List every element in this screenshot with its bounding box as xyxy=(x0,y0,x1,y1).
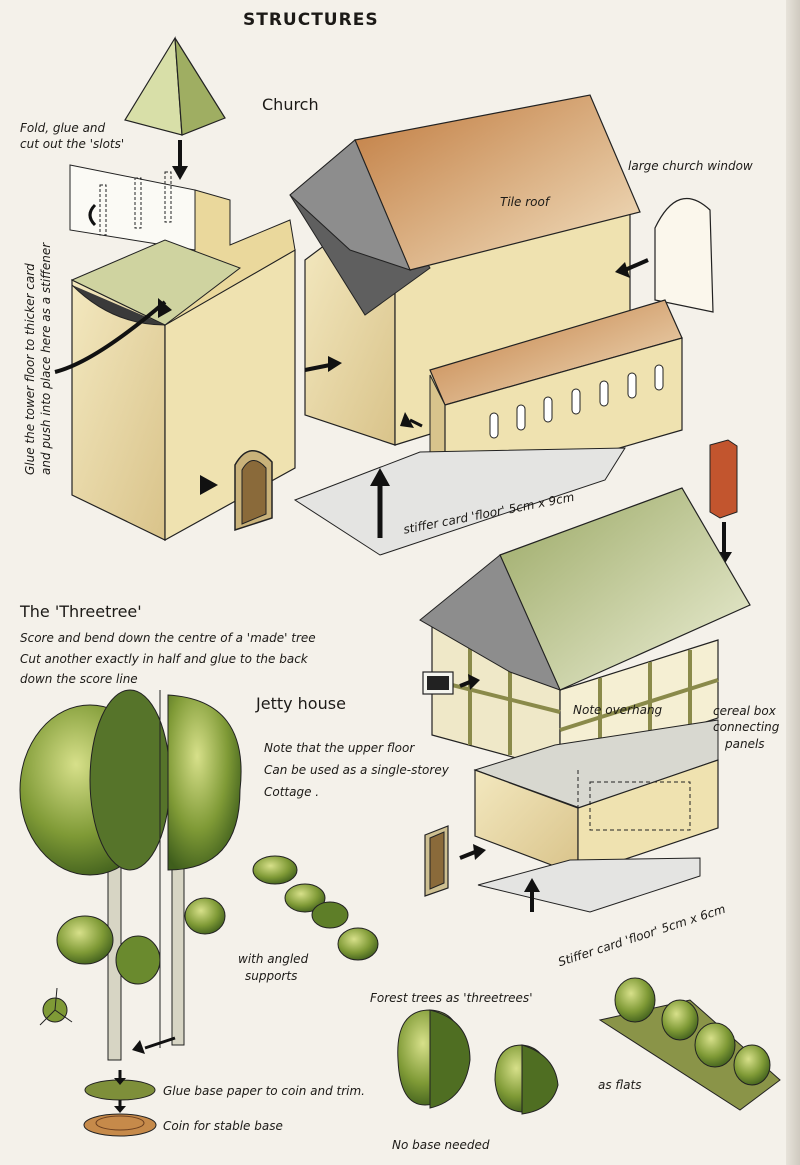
threetree-line1: Score and bend down the centre of a 'mad… xyxy=(20,631,316,645)
flats-label: as flats xyxy=(598,1078,642,1092)
fold-note-line1: Fold, glue and xyxy=(20,121,106,135)
page-binding-edge xyxy=(786,0,800,1165)
forest-threetree-large xyxy=(397,1009,471,1109)
chimney xyxy=(709,439,738,565)
coin xyxy=(83,1113,157,1137)
church-tile-roof xyxy=(289,94,641,271)
angled-line2: supports xyxy=(245,969,298,983)
page-title: STRUCTURES xyxy=(243,10,379,30)
jetty-house-lower xyxy=(473,719,719,876)
coin-label: Coin for stable base xyxy=(163,1119,283,1133)
church-window-piece xyxy=(615,197,714,313)
forest-flat xyxy=(598,977,781,1111)
jetty-window xyxy=(422,671,480,695)
threetree-full xyxy=(19,689,171,1061)
church-title: Church xyxy=(262,95,319,114)
arrow-down-icon xyxy=(172,140,188,180)
tower-door xyxy=(200,450,273,532)
threetree-half xyxy=(132,690,242,1054)
cereal-line3: panels xyxy=(725,737,765,751)
cereal-line1: cereal box xyxy=(713,704,776,718)
jetty-house-thatch-roof xyxy=(419,487,751,691)
jetty-title: Jetty house xyxy=(256,694,346,713)
no-base-label: No base needed xyxy=(392,1138,490,1152)
cereal-line2: connecting xyxy=(713,720,780,734)
angled-line1: with angled xyxy=(238,952,309,966)
fold-note-line2: cut out the 'slots' xyxy=(20,137,125,151)
jetty-door xyxy=(424,825,486,897)
jetty-note-line1: Note that the upper floor xyxy=(264,741,415,755)
tower-note-line1: Glue the tower floor to thicker card xyxy=(23,263,37,475)
forest-title: Forest trees as 'threetrees' xyxy=(370,991,533,1005)
threetree-line2: Cut another exactly in half and glue to … xyxy=(20,652,308,666)
jetty-floor-card xyxy=(477,857,701,913)
roof-label: Tile roof xyxy=(500,195,550,209)
jetty-note-line3: Cottage . xyxy=(264,785,320,799)
glue-base-label: Glue base paper to coin and trim. xyxy=(163,1084,365,1098)
threetree-title: The 'Threetree' xyxy=(20,602,142,621)
overhang-label: Note overhang xyxy=(573,703,663,717)
arrow-left-icon xyxy=(400,412,423,428)
jetty-note-line2: Can be used as a single-storey xyxy=(264,763,449,777)
church-floor-card xyxy=(293,447,626,556)
tower-spire xyxy=(124,36,226,136)
angled-support-branch xyxy=(252,855,379,961)
window-label: large church window xyxy=(628,159,753,173)
tower-note-line2: and push into place here as a stiffener xyxy=(39,242,53,475)
forest-threetree-small xyxy=(494,1044,559,1115)
base-paper xyxy=(84,1070,156,1113)
base-stand-icon xyxy=(39,987,73,1026)
arrow-right-icon xyxy=(304,356,342,372)
threetree-line3: down the score line xyxy=(20,672,138,686)
tower-fold-strip xyxy=(69,164,196,251)
